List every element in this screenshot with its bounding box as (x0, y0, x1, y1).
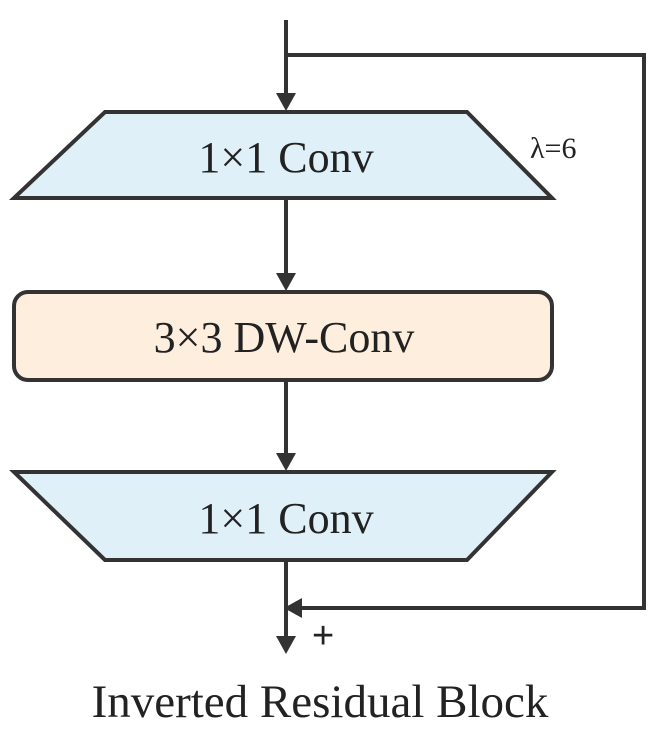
dw-conv-block: 3×3 DW-Conv (12, 290, 554, 382)
residual-skip-connection (286, 53, 646, 610)
arrowhead-expand-to-dw (276, 273, 296, 291)
input-arrowhead (276, 93, 296, 111)
residual-arrowhead (284, 598, 302, 618)
expand-conv-shape (8, 110, 557, 200)
project-conv-block: 1×1 Conv (9, 470, 557, 562)
diagram-caption: Inverted Residual Block (92, 676, 549, 728)
project-conv-label: 1×1 Conv (198, 494, 373, 543)
arrowhead-dw-to-project (276, 453, 296, 471)
dw-conv-shape (12, 290, 554, 382)
dw-conv-label: 3×3 DW-Conv (154, 313, 415, 362)
expand-conv-label: 1×1 Conv (198, 133, 373, 182)
output-arrowhead (276, 636, 296, 654)
project-conv-shape (9, 470, 557, 562)
expand-conv-block: 1×1 Conv (8, 110, 557, 200)
expansion-ratio-label: λ=6 (530, 132, 576, 165)
residual-add-symbol: + (312, 615, 334, 657)
